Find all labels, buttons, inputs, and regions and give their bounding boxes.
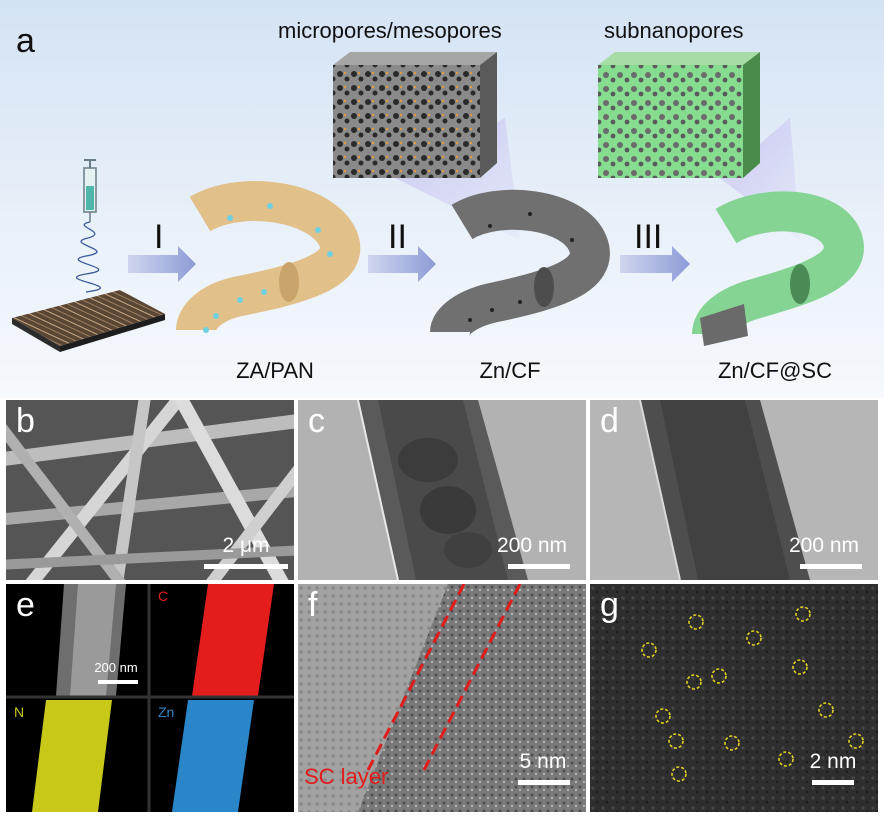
carbon-fiber (430, 189, 610, 338)
tem-image-panel-d: d 200 nm (590, 400, 878, 580)
panel-letter-d: d (600, 402, 619, 440)
sc-layer-annotation: SC layer (304, 764, 389, 789)
panel-letter-f: f (308, 586, 318, 624)
hrtem-lattice (298, 584, 586, 812)
scale-label-g: 2 nm (809, 750, 857, 773)
panel-letter-c: c (308, 402, 325, 440)
electrospinning-setup (12, 159, 165, 352)
step-label-1: I (154, 218, 164, 256)
pore-label-subnano: subnanopores (604, 18, 744, 43)
step-label-3: III (634, 218, 663, 256)
scale-bar-d (800, 564, 862, 569)
porous-carbon-cube (333, 52, 497, 178)
panel-letter-a: a (16, 22, 35, 60)
eds-maps (6, 584, 294, 812)
scale-label-d: 200 nm (788, 534, 860, 557)
stage-label-zn-cf: Zn/CF (479, 358, 541, 383)
map-label-n: N (14, 704, 25, 720)
sem-fibers (6, 400, 294, 580)
scale-bar-g (812, 780, 854, 785)
schematic-panel: a micropores/mesopores subnanopores (0, 0, 884, 398)
stage-label-zn-cf-sc: Zn/CF@SC (717, 358, 832, 383)
scale-label-b: 2 μm (222, 534, 270, 557)
scale-bar-b (204, 564, 288, 569)
sem-image-panel: b 2 μm (6, 400, 294, 580)
pore-label-micro-meso: micropores/mesopores (278, 18, 502, 43)
panel-letter-e: e (16, 586, 35, 624)
scale-label-f: 5 nm (519, 750, 567, 773)
schematic-illustration (12, 52, 864, 352)
stage-label-za-pan: ZA/PAN (236, 358, 314, 383)
scale-label-c: 200 nm (496, 534, 568, 557)
coated-carbon-fiber (692, 191, 864, 346)
coated-carbon-cube (598, 52, 760, 178)
scale-bar-e (98, 680, 138, 684)
panel-letter-g: g (600, 586, 619, 624)
panel-letter-b: b (16, 402, 35, 440)
scale-label-e: 200 nm (94, 660, 138, 675)
hrtem-image-panel: f SC layer 5 nm (298, 584, 586, 812)
eds-mapping-panel: e 200 nm C N Zn (6, 584, 294, 812)
tem-fiber-c (298, 400, 586, 580)
map-label-c: C (158, 588, 169, 604)
tem-image-panel-c: c 200 nm (298, 400, 586, 580)
haadf-pores (590, 584, 878, 812)
step-label-2: II (388, 218, 407, 256)
precursor-fiber (176, 181, 361, 333)
scale-bar-c (508, 564, 570, 569)
tem-fiber-d (590, 400, 878, 580)
map-label-zn: Zn (158, 704, 175, 720)
haadf-image-panel: g 2 nm (590, 584, 878, 812)
scale-bar-f (518, 780, 570, 785)
